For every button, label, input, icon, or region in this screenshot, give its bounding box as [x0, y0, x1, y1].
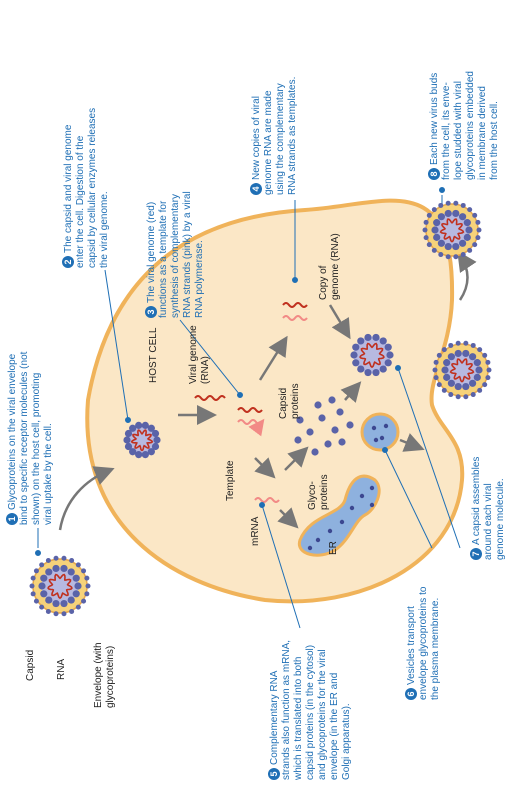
- copy-of-genome-strand: [282, 302, 308, 308]
- label-er: ER: [328, 541, 339, 555]
- capsid-protein-dot: [324, 440, 332, 448]
- arrow-bud-to-free-virus: [457, 250, 477, 301]
- vesicle-glycoprotein-dot: [379, 435, 385, 441]
- capsid-protein-dot: [331, 426, 339, 434]
- arrow-virus-to-cell: [58, 466, 115, 531]
- released-virus: [422, 200, 482, 260]
- leader-step-5: [261, 504, 301, 629]
- label-rna: RNA: [56, 658, 67, 680]
- leader-dot-1: [35, 550, 41, 556]
- copy-template-strand: [282, 315, 308, 321]
- genome-template-strand: [237, 407, 263, 413]
- endoplasmic-reticulum: [297, 474, 381, 557]
- step-3-callout: 3The viral genome (red) functions as a t…: [145, 191, 205, 318]
- budding-virus: [432, 340, 492, 400]
- step-8-number: 8: [428, 168, 440, 180]
- leader-lines: [35, 187, 461, 629]
- capsid-protein-dot: [336, 408, 344, 416]
- capsid-protein-dot: [296, 416, 304, 424]
- label-template: Template: [225, 460, 236, 501]
- capsid-protein-dot: [314, 401, 322, 409]
- glycoprotein-dot: [327, 528, 333, 534]
- step-7-number: 7: [470, 548, 482, 560]
- leader-step-3: [179, 319, 241, 396]
- capsid-protein-dot: [328, 396, 336, 404]
- glycoprotein-dot: [369, 485, 375, 491]
- leader-dot-5: [259, 502, 265, 508]
- virus-layer: [29, 200, 492, 617]
- arrow-template-to-copy: [258, 335, 288, 381]
- flow-arrows: [58, 250, 477, 531]
- leader-dot-2: [125, 417, 131, 423]
- complementary-strand: [237, 418, 265, 437]
- viral-genome-rna: [194, 395, 226, 401]
- step-6-number: 6: [405, 688, 417, 700]
- step-1-callout: 1Glycoproteins on the viral envelope bin…: [6, 351, 54, 525]
- step-3-number: 3: [145, 306, 157, 318]
- mrna-strand: [254, 497, 280, 503]
- glycoprotein-dot: [307, 545, 313, 551]
- glycoprotein-dot: [339, 519, 345, 525]
- arrow-copy-to-assembly: [328, 304, 351, 340]
- step-7-callout: 7A capsid assembles around each viral ge…: [470, 456, 506, 560]
- step-2-callout: 2The capsid and viral genome enter the c…: [62, 107, 110, 268]
- leader-dot-8: [439, 187, 445, 193]
- arrow-vesicle-to-membrane: [399, 433, 425, 452]
- transport-vesicle: [360, 412, 400, 452]
- glycoprotein-dot: [369, 502, 375, 508]
- label-host-cell: HOST CELL: [148, 327, 159, 383]
- capsid-protein-dot: [294, 436, 302, 444]
- label-capsid-proteins: Capsid proteins: [278, 383, 301, 419]
- arrow-mrna-to-capsid-proteins: [284, 446, 309, 471]
- label-envelope: Envelope (with glycoproteins): [93, 642, 116, 708]
- leader-step-6: [384, 449, 433, 549]
- vesicle-glycoprotein-dot: [383, 423, 389, 429]
- label-viral-genome: Viral genome (RNA): [188, 325, 211, 384]
- label-capsid: Capsid: [25, 649, 36, 681]
- step-4-number: 4: [250, 183, 262, 195]
- assembled-capsid: [350, 333, 394, 377]
- step-5-callout: 5Complementary RNA strands also function…: [268, 639, 352, 780]
- label-glycoproteins: Glyco- proteins: [307, 474, 330, 510]
- glycoprotein-dot: [349, 505, 355, 511]
- leader-step-2: [104, 269, 129, 421]
- step-6-callout: 6Vesicles transport envelope glycoprotei…: [405, 586, 441, 700]
- vesicle-glycoprotein-dot: [373, 437, 379, 443]
- capsid-protein-dot: [338, 438, 346, 446]
- capsid-protein-dot: [311, 448, 319, 456]
- capsid-protein-dot: [318, 414, 326, 422]
- leader-dot-7: [395, 365, 401, 371]
- glycoprotein-dot: [315, 537, 321, 543]
- leader-dot-4: [292, 277, 298, 283]
- step-1-number: 1: [6, 513, 18, 525]
- capsid-protein-dot: [306, 428, 314, 436]
- rna-strands: [194, 302, 308, 503]
- arrow-proteins-to-assembly: [340, 381, 362, 403]
- label-mrna: mRNA: [250, 516, 261, 546]
- capsid-protein-dot: [346, 421, 354, 429]
- label-copy-of-genome: Copy of genome (RNA): [318, 233, 341, 300]
- step-5-number: 5: [268, 768, 280, 780]
- leader-step-7: [397, 367, 461, 549]
- virus-particle: [29, 555, 91, 617]
- step-8-callout: 8Each new virus buds from the cell, its …: [428, 71, 500, 180]
- step-4-callout: 4New copies of viral genome RNA are made…: [250, 76, 298, 195]
- vesicle-glycoprotein-dot: [371, 425, 377, 431]
- leader-dot-6: [382, 447, 388, 453]
- arrow-mrna-to-er: [277, 507, 299, 529]
- step-2-number: 2: [62, 256, 74, 268]
- entering-capsid: [123, 421, 161, 459]
- arrow-template-to-mrna: [254, 457, 276, 479]
- leader-dot-3: [237, 392, 243, 398]
- protein-layer: [294, 396, 389, 551]
- glycoprotein-dot: [359, 493, 365, 499]
